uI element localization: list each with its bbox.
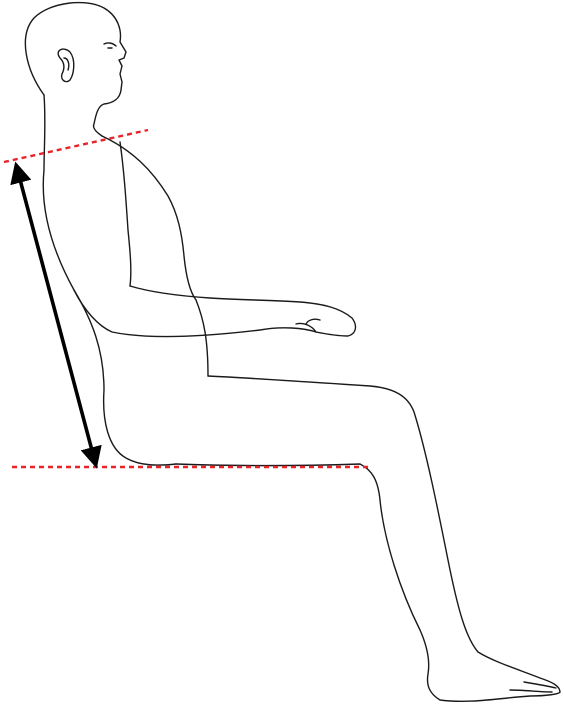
chest-outline [102,136,196,300]
upper-arm-back [120,142,131,286]
thigh-top-outline [208,376,560,692]
ear-outline [58,49,74,81]
double-headed-arrow [18,172,94,458]
thigh-under-outline [176,464,560,701]
ear-inner [64,58,69,70]
shoulder-reference-line [4,130,148,162]
head-outline [25,3,126,136]
back-outline [43,95,176,465]
eye-detail [104,43,116,48]
toe-detail [510,682,556,692]
belly-outline [196,300,208,376]
seated-human-figure [25,3,560,702]
